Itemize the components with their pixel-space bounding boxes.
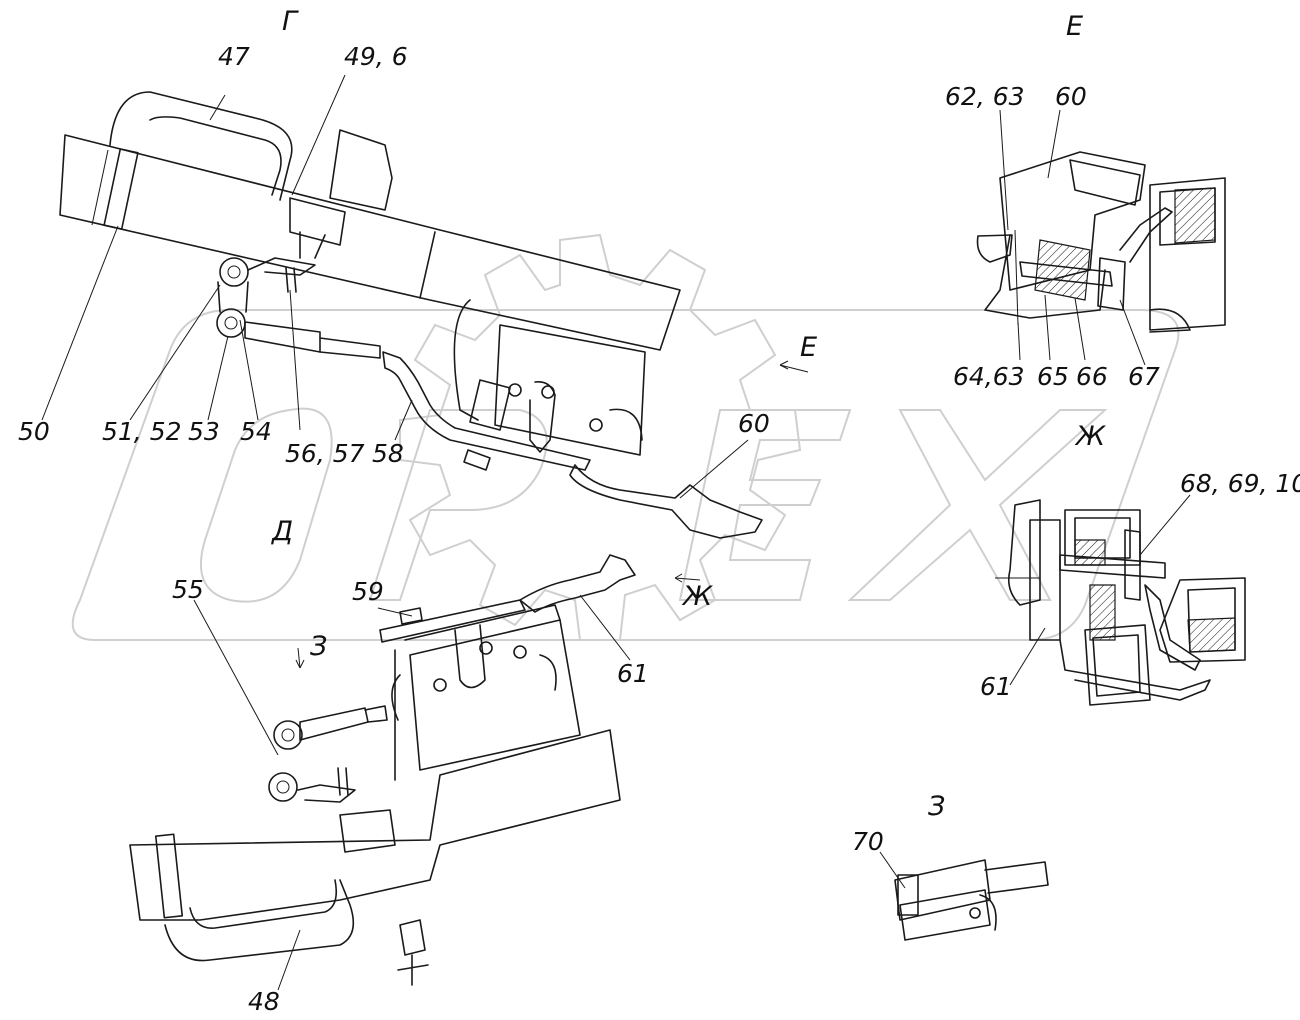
detail-view-z bbox=[894, 859, 1049, 941]
part-label-66: 66 bbox=[1076, 362, 1108, 391]
part-label-59: 59 bbox=[352, 577, 384, 606]
part-label-51-52: 51, 52 bbox=[102, 417, 182, 446]
part-label-58: 58 bbox=[372, 439, 404, 468]
part-label-60-main: 60 bbox=[738, 409, 770, 438]
part-label-48: 48 bbox=[248, 987, 280, 1016]
view-arrow-label-e: Е bbox=[800, 332, 817, 363]
lower-assembly bbox=[129, 554, 701, 986]
part-label-60-detail: 60 bbox=[1055, 82, 1087, 111]
part-label-68-69-10: 68, 69, 10 bbox=[1180, 469, 1300, 498]
detail-view-e bbox=[976, 151, 1226, 333]
view-arrow-label-zh: Ж bbox=[681, 581, 713, 612]
part-label-55: 55 bbox=[172, 575, 204, 604]
part-label-54: 54 bbox=[240, 417, 272, 446]
part-label-70: 70 bbox=[852, 827, 884, 856]
view-label-g: Г bbox=[282, 6, 299, 37]
view-label-e: Е bbox=[1066, 11, 1083, 42]
leader-lines bbox=[41, 74, 1191, 991]
view-letters: Г Е Е Д Ж Ж З З bbox=[271, 6, 1106, 822]
part-labels: 47 49, 6 50 51, 52 53 54 56, 57 58 60 55… bbox=[18, 42, 1300, 1016]
part-label-53: 53 bbox=[188, 417, 220, 446]
detail-view-zh bbox=[995, 499, 1246, 706]
part-label-50: 50 bbox=[18, 417, 50, 446]
part-label-64-63: 64,63 bbox=[953, 362, 1025, 391]
part-label-47: 47 bbox=[218, 42, 250, 71]
part-label-56-57: 56, 57 bbox=[285, 439, 365, 468]
view-arrow-label-z: З bbox=[310, 631, 327, 662]
view-label-zh: Ж bbox=[1074, 421, 1106, 452]
watermark bbox=[71, 233, 1180, 641]
part-label-62-63: 62, 63 bbox=[945, 82, 1025, 111]
part-label-61-main: 61 bbox=[617, 659, 649, 688]
upper-assembly bbox=[59, 91, 809, 539]
part-label-65: 65 bbox=[1037, 362, 1069, 391]
part-label-61-detail: 61 bbox=[980, 672, 1012, 701]
part-label-67: 67 bbox=[1128, 362, 1160, 391]
view-label-d: Д bbox=[271, 516, 293, 547]
view-label-z: З bbox=[928, 791, 945, 822]
part-label-49-6: 49, 6 bbox=[344, 42, 408, 71]
